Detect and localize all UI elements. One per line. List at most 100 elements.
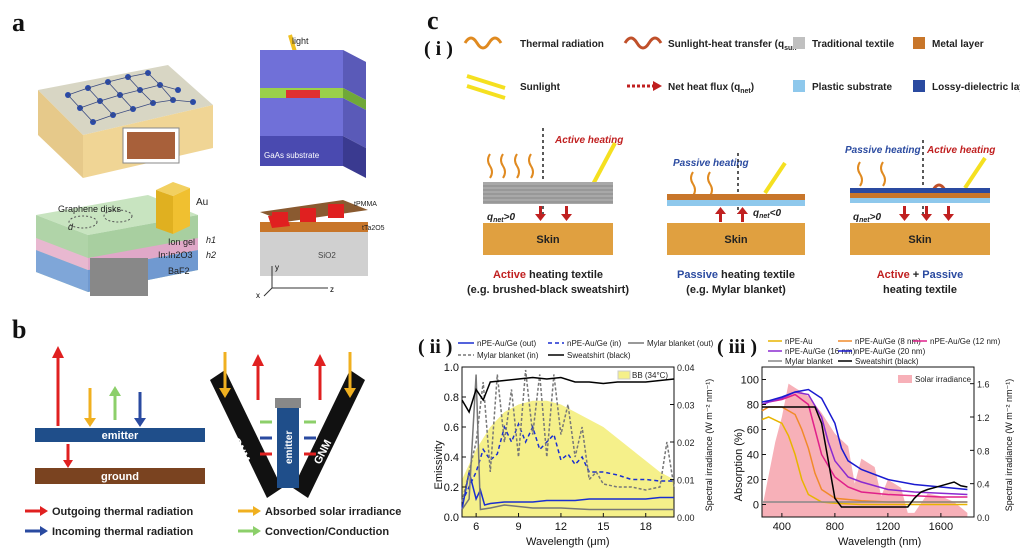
ylabel-right-iii: Spectral irradiance (W m⁻² nm⁻¹) <box>1004 379 1014 512</box>
d-label: d <box>68 222 74 232</box>
tpmma-label: tPMMA <box>354 201 377 208</box>
legend-ii: nPE-Au/Ge (out)nPE-Au/Ge (in)Mylar blank… <box>458 339 714 360</box>
legend-item: Sweatshirt (black) <box>567 351 631 360</box>
bb-label: BB (34°C) <box>632 371 668 380</box>
gnm-v-structure: GNM GNM emitter <box>210 352 365 498</box>
x-tick-label: 12 <box>555 521 567 533</box>
y-tick-label: 40 <box>747 450 759 462</box>
caption-passive: Passive heating textile <box>677 269 795 281</box>
panel-label-b: b <box>12 315 27 344</box>
caption-active-passive-sub: heating textile <box>883 284 957 296</box>
legend-sunlight: Sunlight <box>520 82 561 93</box>
caption-active-sub: (e.g. brushed-black sweatshirt) <box>467 284 629 296</box>
y-tick-label: 1.0 <box>444 362 459 374</box>
y-axis-label: y <box>275 263 279 272</box>
legend-item: Mylar blanket <box>785 357 833 366</box>
series-line-1 <box>461 421 674 503</box>
solar-label: Solar irradiance <box>915 375 972 384</box>
caption-active-passive: Active + Passive <box>877 269 964 281</box>
panel-ci-diagram: Thermal radiation Sunlight-heat transfer… <box>463 36 1020 296</box>
solar-swatch <box>898 375 912 383</box>
legend-convection: Convection/Conduction <box>265 526 389 538</box>
y-right-tick-label: 0.02 <box>677 438 695 448</box>
scenario-active: Active heating Skin qnet>0 <box>483 128 623 255</box>
legend-item: nPE-Au/Ge (12 nm) <box>930 337 1001 346</box>
y-right-tick-label: 0.00 <box>677 513 695 523</box>
panel-label-c: c <box>427 6 439 35</box>
y-tick-label: 20 <box>747 475 759 487</box>
y-right-tick-label: 0.0 <box>977 513 990 523</box>
y-tick-label: 100 <box>741 375 759 387</box>
tta2o5-label: tTa2O5 <box>362 225 385 232</box>
x-tick-label: 15 <box>597 521 609 533</box>
legend-item: nPE-Au <box>785 337 813 346</box>
graphene-disks-label: Graphene disks <box>58 204 122 214</box>
bb-swatch <box>617 370 631 380</box>
y-tick-label: 60 <box>747 425 759 437</box>
series-line-4 <box>461 376 675 414</box>
emitter-bar <box>35 428 205 442</box>
h1-label: h1 <box>206 235 216 245</box>
y-right-tick-label: 0.01 <box>677 476 695 486</box>
legend-plastic: Plastic substrate <box>812 82 892 93</box>
ground-label: ground <box>101 471 139 483</box>
light-label: light <box>292 36 309 46</box>
active-heating-label-2: Active heating <box>926 145 995 156</box>
y-right-tick-label: 0.8 <box>977 446 990 456</box>
fill-area <box>762 383 968 517</box>
y-tick-label: 0.0 <box>444 512 459 524</box>
y-tick-label: 0.6 <box>444 422 459 434</box>
legend-item: nPE-Au/Ge (out) <box>477 339 536 348</box>
skin-label-1: Skin <box>536 234 560 246</box>
panel-b-legend: Outgoing thermal radiation Absorbed sola… <box>25 506 401 538</box>
h2-label: h2 <box>206 250 216 260</box>
emitter-arrows <box>52 346 146 468</box>
skin-label-2: Skin <box>724 234 748 246</box>
panel-label-a: a <box>12 8 25 37</box>
x-tick-label: 400 <box>773 521 791 533</box>
panel-a-illustrations: Graphene disks Au Ion gel In:In2O3 BaF2 … <box>36 34 385 300</box>
graphene-disks-device: Graphene disks Au Ion gel In:In2O3 BaF2 … <box>36 182 216 296</box>
caption-active: Active heating textile <box>493 269 603 281</box>
legend-outgoing: Outgoing thermal radiation <box>52 506 193 518</box>
y-right-tick-label: 0.04 <box>677 363 695 373</box>
legend-net-flux: Net heat flux (qnet) <box>668 82 754 95</box>
emitter-label: emitter <box>102 430 139 442</box>
x-tick-label: 1600 <box>929 521 953 533</box>
legend-item: nPE-Au/Ge (20 nm) <box>855 347 926 356</box>
ylabel-iii: Absorption (%) <box>733 429 745 502</box>
panel-label-ciii: ( iii ) <box>717 336 757 358</box>
qnet-label-2: qnet<0 <box>753 208 781 220</box>
passive-heating-label-2: Passive heating <box>845 145 921 156</box>
z-axis-label: z <box>330 285 334 294</box>
baf2-label: BaF2 <box>168 266 190 276</box>
graphene-slab <box>38 65 213 178</box>
caption-passive-sub: (e.g. Mylar blanket) <box>686 284 786 296</box>
au-label: Au <box>196 197 208 208</box>
sio2-label: SiO2 <box>318 251 336 260</box>
series-line-3 <box>761 391 968 496</box>
y-right-tick-label: 0.03 <box>677 401 695 411</box>
legend-item: nPE-Au/Ge (in) <box>567 339 622 348</box>
panel-label-cii: ( ii ) <box>418 336 453 358</box>
legend-sunlight-heat: Sunlight-heat transfer (qsun) <box>668 39 800 52</box>
plot-frame <box>761 366 975 518</box>
ground-bar <box>35 468 205 484</box>
y-right-tick-label: 1.6 <box>977 380 990 390</box>
ion-gel-label: Ion gel <box>168 237 195 247</box>
ylabel-ii: Emissivity <box>433 440 445 489</box>
y-tick-label: 0.2 <box>444 482 459 494</box>
x-tick-label: 9 <box>515 521 521 533</box>
x-axis-label: x <box>256 291 260 300</box>
series-line-4 <box>761 388 968 491</box>
xlabel-iii: Wavelength (nm) <box>838 536 921 548</box>
legend-metal: Metal layer <box>932 39 984 50</box>
skin-label-3: Skin <box>908 234 932 246</box>
legend-incoming: Incoming thermal radiation <box>52 526 193 538</box>
inino-label: In:In2O3 <box>158 250 193 260</box>
series-line-6 <box>762 406 968 508</box>
qnet-label-3: qnet>0 <box>853 212 881 224</box>
x-tick-label: 1200 <box>876 521 900 533</box>
